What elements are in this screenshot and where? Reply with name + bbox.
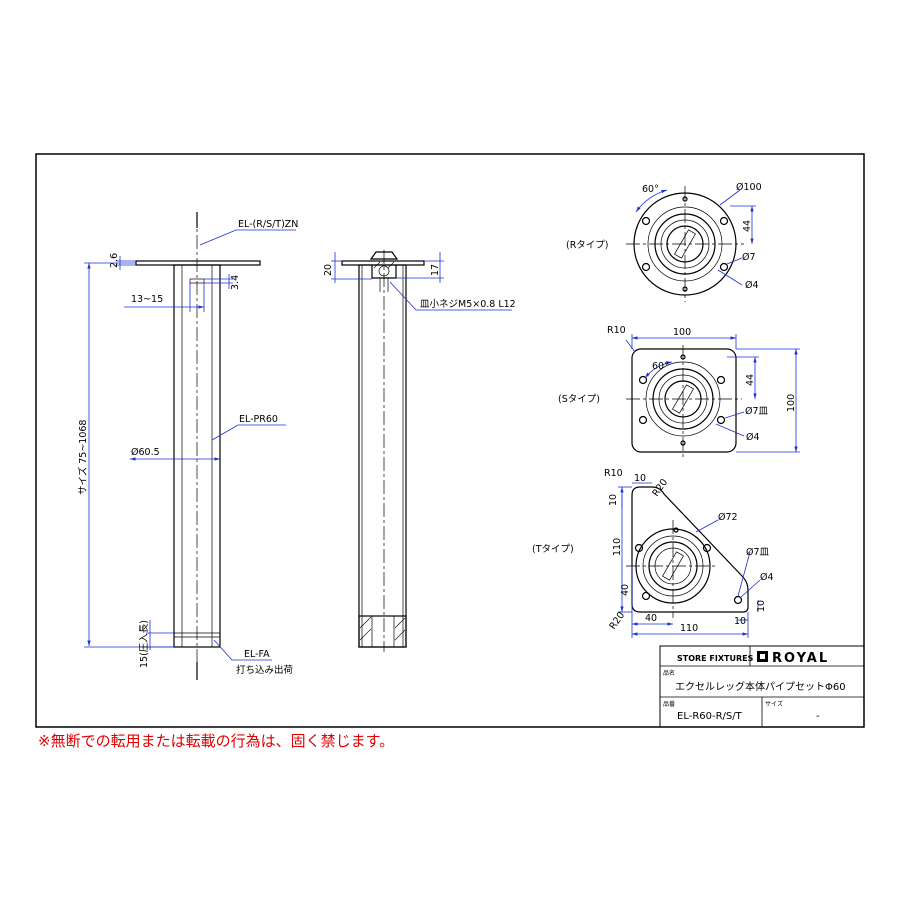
t-type-corner-radius-small: R10: [604, 468, 623, 479]
r-type-height: 44: [742, 220, 753, 232]
t-type-center-width: 40: [645, 613, 657, 624]
s-type-pin-diameter: Ø4: [746, 432, 760, 443]
title-name-header: 品名: [663, 669, 675, 677]
t-type-left-offset: 10: [608, 494, 619, 506]
size-label: サイズ 75~1068: [77, 420, 89, 495]
r-type-angle: 60°: [642, 184, 659, 195]
title-name-value: エクセルレッグ本体パイプセットΦ60: [675, 680, 846, 693]
t-type-right-offset-v: 10: [756, 600, 767, 612]
t-type-top-width: 10: [634, 473, 646, 484]
front-pipe: [173, 264, 221, 648]
t-type-corner-radius-bottom: R20: [607, 610, 627, 632]
title-size-value: -: [816, 711, 820, 722]
title-logo: ROYAL: [772, 651, 829, 666]
title-size-header: サイズ: [765, 700, 783, 708]
section-dim-right: 17: [430, 264, 441, 276]
s-type-view: 100 R10 60° 44 100 Ø7皿 Ø4 (Sタイプ): [558, 325, 800, 458]
t-type-corner-radius-large: R20: [650, 477, 670, 499]
r-type-pin-diameter: Ø4: [745, 280, 759, 291]
sheet-border: [35, 153, 865, 728]
r-type-view: 60° Ø100 44 Ø7 Ø4 (Rタイプ): [566, 182, 762, 302]
title-block: STORE FIXTURES ROYAL 品名 エクセルレッグ本体パイプセットΦ…: [659, 645, 865, 728]
r-type-label: (Rタイプ): [566, 240, 609, 251]
t-type-height: 110: [612, 538, 623, 556]
section-pipe: [358, 264, 407, 648]
t-type-hole-diameter: Ø7皿: [746, 547, 770, 558]
s-type-total-height: 100: [786, 394, 797, 412]
s-type-plate: [631, 348, 737, 453]
s-type-hole-diameter: Ø7皿: [745, 406, 769, 417]
t-type-flange: [635, 528, 711, 604]
t-type-view: 110 10 40 40 110 10 R10 R20 Ø72 Ø7皿 Ø4 1…: [532, 468, 774, 638]
part-label-bottom: EL-FA: [244, 649, 270, 660]
t-type-right-offset-h: 10: [734, 616, 746, 627]
part-note-bottom: 打ち込み出荷: [236, 664, 294, 676]
title-code-value: EL-R60-R/S/T: [677, 711, 743, 722]
pipe-diameter: Ø60.5: [131, 447, 160, 458]
t-type-label: (Tタイプ): [532, 544, 574, 555]
s-type-angle: 60°: [652, 361, 669, 372]
copyright-warning: ※無断での転用または転載の行為は、固く禁じます。: [38, 732, 395, 750]
r-type-diameter: Ø100: [736, 182, 762, 193]
s-type-width: 100: [673, 327, 691, 338]
s-type-label: (Sタイプ): [558, 394, 600, 405]
dim-recess: 3.4: [230, 275, 241, 290]
s-type-corner-radius: R10: [607, 325, 626, 336]
section-view: 20 17 皿小ネジM5×0.8 L12: [323, 250, 516, 652]
t-type-pin-diameter: Ø4: [760, 572, 774, 583]
s-type-height: 44: [745, 374, 756, 386]
t-type-center-height: 40: [620, 584, 631, 596]
dim-recess-width: 13~15: [131, 294, 163, 305]
t-type-plate: [631, 486, 749, 613]
screw-label: 皿小ネジM5×0.8 L12: [420, 299, 516, 310]
front-view: 2.6 サイズ 75~1068 3.4 13~15 Ø60.5 EL-PR60 …: [77, 212, 298, 680]
pipe-label: EL-PR60: [239, 414, 278, 425]
title-code-header: 品番: [663, 701, 675, 708]
r-type-flange: [633, 192, 737, 296]
insert-depth: 15(圧入長): [139, 620, 150, 668]
section-dim-left: 20: [323, 264, 334, 276]
t-type-width: 110: [680, 623, 698, 634]
dim-plate-thickness: 2.6: [109, 253, 120, 268]
r-type-hole-diameter: Ø7: [742, 252, 756, 263]
t-type-flange-diameter: Ø72: [718, 512, 738, 523]
part-label-top: EL-(R/S/T)ZN: [238, 219, 298, 230]
title-brand: STORE FIXTURES: [677, 654, 754, 663]
